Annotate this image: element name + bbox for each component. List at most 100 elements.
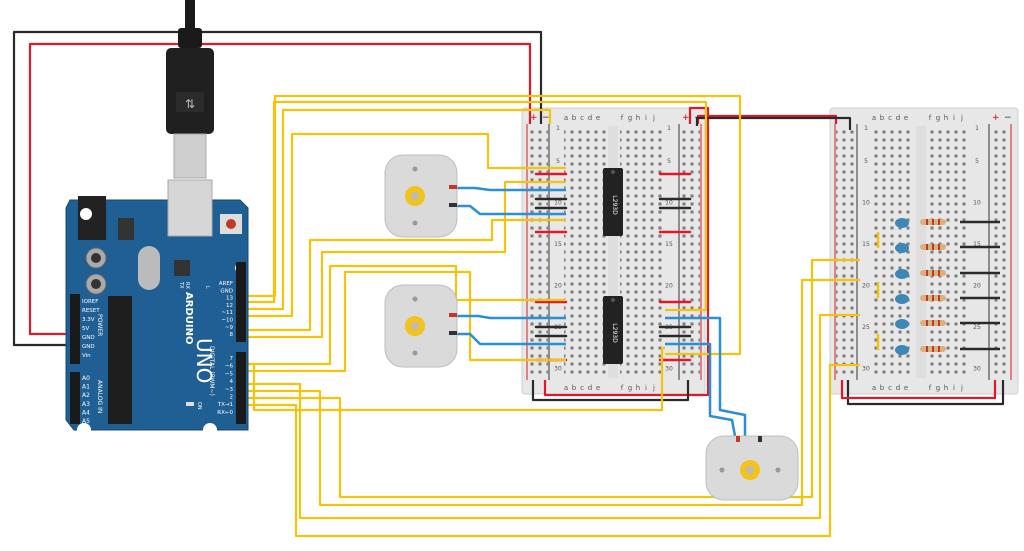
arduino-brand: ARDUINO: [183, 292, 194, 344]
l-led-label: L: [204, 286, 210, 289]
usb-cable: ⇅: [166, 0, 214, 179]
pin-label: 12: [226, 303, 233, 309]
pin-label: GND: [82, 344, 95, 350]
resistor-band: [938, 346, 940, 352]
resistor-band: [926, 346, 928, 352]
resistor-band: [932, 244, 934, 250]
column-letter: e: [596, 384, 600, 392]
column-letter: b: [572, 384, 577, 392]
column-letter: a: [564, 384, 568, 392]
column-letter: i: [953, 114, 955, 122]
led-5[interactable]: [895, 319, 946, 329]
column-letter: j: [960, 384, 963, 392]
column-letter: c: [888, 384, 892, 392]
column-letter: g: [936, 384, 940, 392]
resistor-band: [926, 244, 928, 250]
led-bulb-icon: [895, 294, 909, 304]
pin-label: AREF: [219, 281, 233, 287]
pin-label: ~10: [221, 318, 233, 324]
led-bulb-icon: [895, 345, 909, 355]
atmega-chip: [108, 296, 132, 424]
pin-label: ~5: [225, 371, 234, 377]
column-letter: f: [929, 114, 932, 122]
rx-led-label: RX: [184, 282, 190, 289]
led-1[interactable]: [895, 218, 946, 228]
row-number: 1: [975, 125, 979, 132]
resistor-band: [938, 270, 940, 276]
row-number: 10: [862, 200, 870, 207]
pin-label: 3.3V: [82, 317, 95, 323]
pin-label: TX→1: [217, 402, 233, 408]
dc-motor-3[interactable]: [705, 435, 799, 501]
pin-label: ~3: [225, 387, 234, 393]
row-number: 20: [554, 283, 562, 290]
column-letter: j: [652, 114, 655, 122]
row-number: 30: [973, 366, 981, 373]
wire-5v-main: [28, 42, 532, 336]
analog-header-label: ANALOG IN: [96, 380, 103, 413]
column-letter: d: [896, 114, 900, 122]
column-letter: e: [596, 114, 600, 122]
column-letter: f: [621, 114, 624, 122]
column-letter: c: [888, 114, 892, 122]
column-letter: i: [645, 114, 647, 122]
pin-label: RX←0: [217, 410, 233, 416]
row-number: 1: [667, 125, 671, 132]
row-number: 1: [556, 125, 560, 132]
bb1-strip-fghij: [620, 126, 662, 378]
row-number: 15: [862, 241, 870, 248]
column-letter: g: [628, 384, 632, 392]
column-letter: d: [588, 114, 592, 122]
led-6[interactable]: [895, 345, 946, 355]
pin-label: GND: [82, 335, 95, 341]
resistor-band: [938, 295, 940, 301]
wire-gnd-main: [12, 30, 543, 347]
pin-label: A4: [82, 409, 90, 416]
led-4[interactable]: [895, 294, 946, 304]
l293d-chip-bottom[interactable]: L293D: [603, 296, 623, 364]
resistor-band: [932, 270, 934, 276]
pin-label: A0: [82, 375, 90, 382]
column-letter: d: [896, 384, 900, 392]
row-number: 5: [975, 158, 979, 165]
dc-motor-1[interactable]: [384, 154, 458, 238]
row-number: 20: [665, 283, 673, 290]
l293d-chip-top[interactable]: L293D: [603, 168, 623, 236]
bb1-plus-label: +: [530, 113, 538, 123]
row-number: 10: [554, 200, 562, 207]
bb2-ground-jumpers: [960, 220, 1000, 351]
pin-label: A3: [82, 401, 90, 408]
digital-header-label: DIGITAL (PWM~): [208, 346, 215, 396]
bb1-minus-label: −: [542, 113, 550, 123]
row-number: 15: [665, 241, 673, 248]
pin-label: RESET: [82, 308, 100, 314]
bb2-plus-label: +: [992, 113, 1000, 123]
bb2-strip-fghij: [928, 126, 970, 378]
bb2-left-rail: [836, 126, 856, 378]
resistor-band: [932, 295, 934, 301]
led-3[interactable]: [895, 269, 946, 279]
row-number: 20: [862, 283, 870, 290]
usb-port: [167, 179, 213, 237]
row-number: 30: [554, 366, 562, 373]
pin-label: 7: [230, 356, 234, 362]
resistor-band: [932, 219, 934, 225]
resistor-band: [938, 219, 940, 225]
row-number: 30: [862, 366, 870, 373]
tx-led-label: TX: [178, 281, 184, 289]
dc-motor-2[interactable]: [384, 284, 458, 368]
pin-label: GND: [220, 288, 233, 294]
resistor-band: [938, 320, 940, 326]
resistor-band: [926, 320, 928, 326]
led-2[interactable]: [895, 243, 946, 253]
pin-label: ~11: [221, 310, 233, 316]
bb2-minus-label: −: [1004, 113, 1012, 123]
resistor-band: [938, 244, 940, 250]
resistor-band: [926, 295, 928, 301]
